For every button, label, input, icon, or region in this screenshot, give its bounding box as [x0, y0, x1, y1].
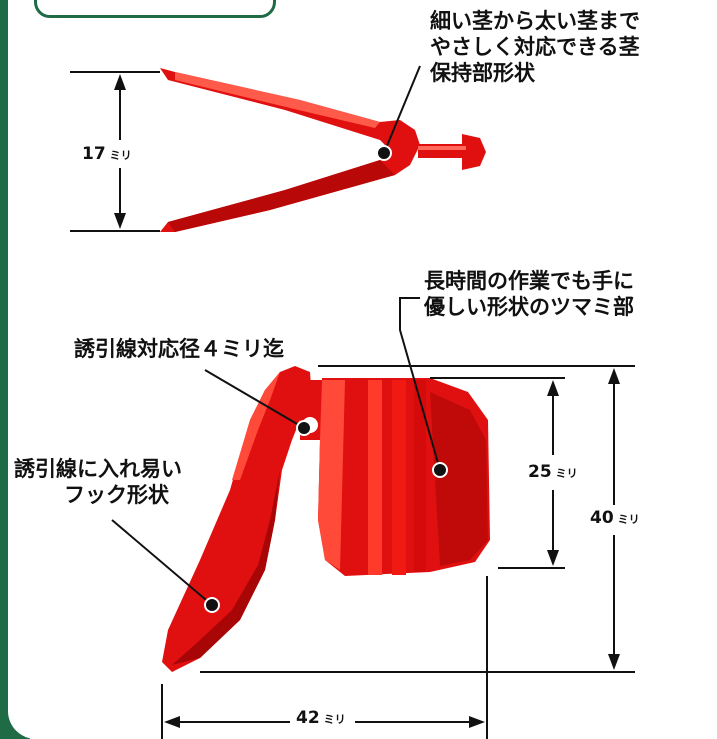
callout-grip: 長時間の作業でも手に 優しい形状のツマミ部 [424, 268, 634, 320]
callout-line: 優しい形状のツマミ部 [424, 295, 634, 319]
dimension-value: 17 [82, 144, 106, 164]
marker-dot [296, 420, 312, 436]
arrow-up-icon [547, 380, 559, 396]
callout-line: 誘引線に入れ易い [14, 457, 182, 481]
leader-stem-holder [383, 65, 421, 154]
callout-line: やさしく対応できる茎 [430, 35, 640, 59]
leader-hook [111, 519, 213, 606]
dimension-value: 40 [590, 508, 614, 528]
dimension-value: 42 [296, 708, 320, 728]
callout-line: 細い茎から太い茎まで [430, 9, 640, 33]
frame-border [0, 0, 8, 739]
dimension-unit: ミリ [323, 713, 346, 726]
arrow-down-icon [547, 550, 559, 566]
dimension-value: 25 [528, 462, 552, 482]
dimension-unit: ミリ [555, 467, 578, 480]
clip-top-view [160, 68, 486, 232]
dimension-lines [161, 365, 635, 739]
leader-wire-diameter [204, 369, 305, 429]
clip-side-view [162, 366, 490, 672]
callout-line: 長時間の作業でも手に [424, 269, 634, 293]
marker-dot [204, 597, 220, 613]
arrow-down-icon [114, 213, 126, 229]
callout-wire-diameter: 誘引線対応径４ミリ迄 [74, 337, 284, 361]
arrow-up-icon [114, 74, 126, 90]
arrow-up-icon [608, 368, 620, 384]
callout-line: 保持部形状 [430, 61, 535, 85]
callout-hook: 誘引線に入れ易い フック形状 [14, 456, 182, 508]
arrow-right-icon [469, 716, 485, 728]
arrow-down-icon [608, 654, 620, 670]
marker-dot [432, 462, 448, 478]
arrow-left-icon [164, 716, 180, 728]
dimension-unit: ミリ [617, 513, 640, 526]
callout-stem-holder: 細い茎から太い茎まで やさしく対応できる茎 保持部形状 [430, 8, 640, 86]
marker-dot [376, 145, 392, 161]
dimension-unit: ミリ [109, 149, 132, 162]
callout-line: フック形状 [64, 483, 169, 507]
leader-grip [399, 297, 441, 471]
